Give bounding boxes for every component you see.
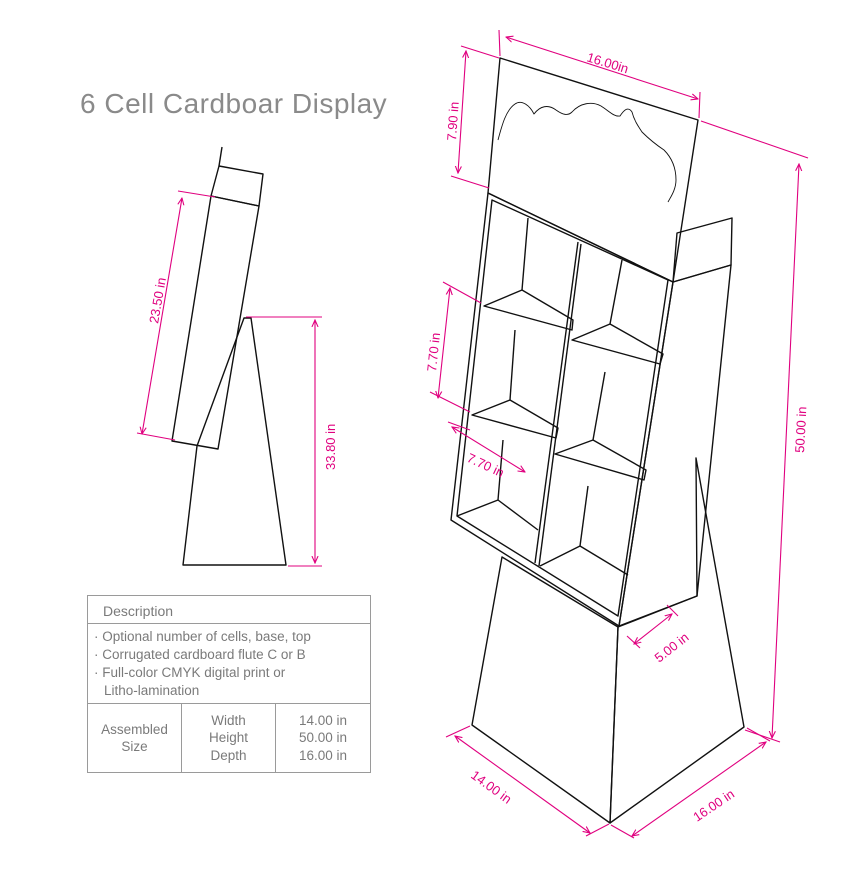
size-value-width: 14.00 in — [298, 712, 348, 728]
main-dimensions — [429, 29, 809, 839]
header-graphic — [497, 101, 677, 203]
description-line: Litho-lamination — [104, 683, 200, 698]
shelf-right-1 — [571, 323, 664, 365]
main-view — [450, 57, 745, 824]
size-dimension-names: Width Height Depth — [182, 704, 276, 772]
page-title: 6 Cell Cardboar Display — [80, 88, 388, 119]
dim-cell-width: 7.70 in — [465, 450, 507, 480]
side-header-tip — [218, 146, 223, 167]
cell-side-panel — [618, 264, 732, 627]
assembled-label-line: Assembled — [101, 721, 168, 737]
side-view — [171, 146, 287, 566]
side-body-outline — [171, 195, 260, 450]
size-name-depth: Depth — [210, 747, 247, 763]
cell-box-inner — [456, 199, 669, 617]
base-side — [609, 457, 745, 824]
header-panel — [487, 57, 699, 283]
description-line: · Full-color CMYK digital print or — [94, 665, 286, 680]
size-name-height: Height — [208, 730, 249, 746]
side-dimensions — [136, 190, 322, 567]
description-line: · Optional number of cells, base, top — [94, 629, 311, 644]
dim-base-depth: 16.00 in — [690, 786, 737, 824]
dim-side-upper: 23.50 in — [146, 276, 169, 324]
dim-side-lower: 33.80 in — [323, 424, 338, 470]
description-table: Description · Optional number of cells, … — [87, 595, 371, 773]
side-header-outline — [210, 165, 264, 207]
dim-shelf-depth: 5.00 in — [652, 630, 692, 666]
dim-header-height: 7.90 in — [444, 101, 462, 141]
dim-top-width: 16.00in — [585, 50, 630, 77]
shelf-left-1 — [483, 289, 574, 331]
assembled-label-line: Size — [121, 739, 148, 754]
size-dimension-values: 14.00 in 50.00 in 16.00 in — [276, 704, 370, 772]
description-body: · Optional number of cells, base, top · … — [88, 624, 370, 704]
size-value-depth: 16.00 in — [298, 747, 348, 763]
assembled-size-row: Assembled Size Width Height Depth 14.00 … — [88, 704, 370, 772]
size-name-width: Width — [211, 712, 246, 728]
cell-divider-vertical-b — [534, 241, 579, 564]
size-value-height: 50.00 in — [298, 730, 348, 746]
description-line: · Corrugated cardboard flute C or B — [94, 647, 306, 662]
assembled-size-label: Assembled Size — [88, 704, 182, 772]
cell-divider-vertical — [538, 243, 582, 567]
description-header: Description — [88, 596, 370, 624]
dim-total-height: 50.00 in — [792, 406, 809, 453]
shelf-right-2 — [554, 439, 647, 481]
dim-cell-height: 7.70 in — [424, 332, 443, 372]
shelf-left-2 — [471, 399, 559, 439]
